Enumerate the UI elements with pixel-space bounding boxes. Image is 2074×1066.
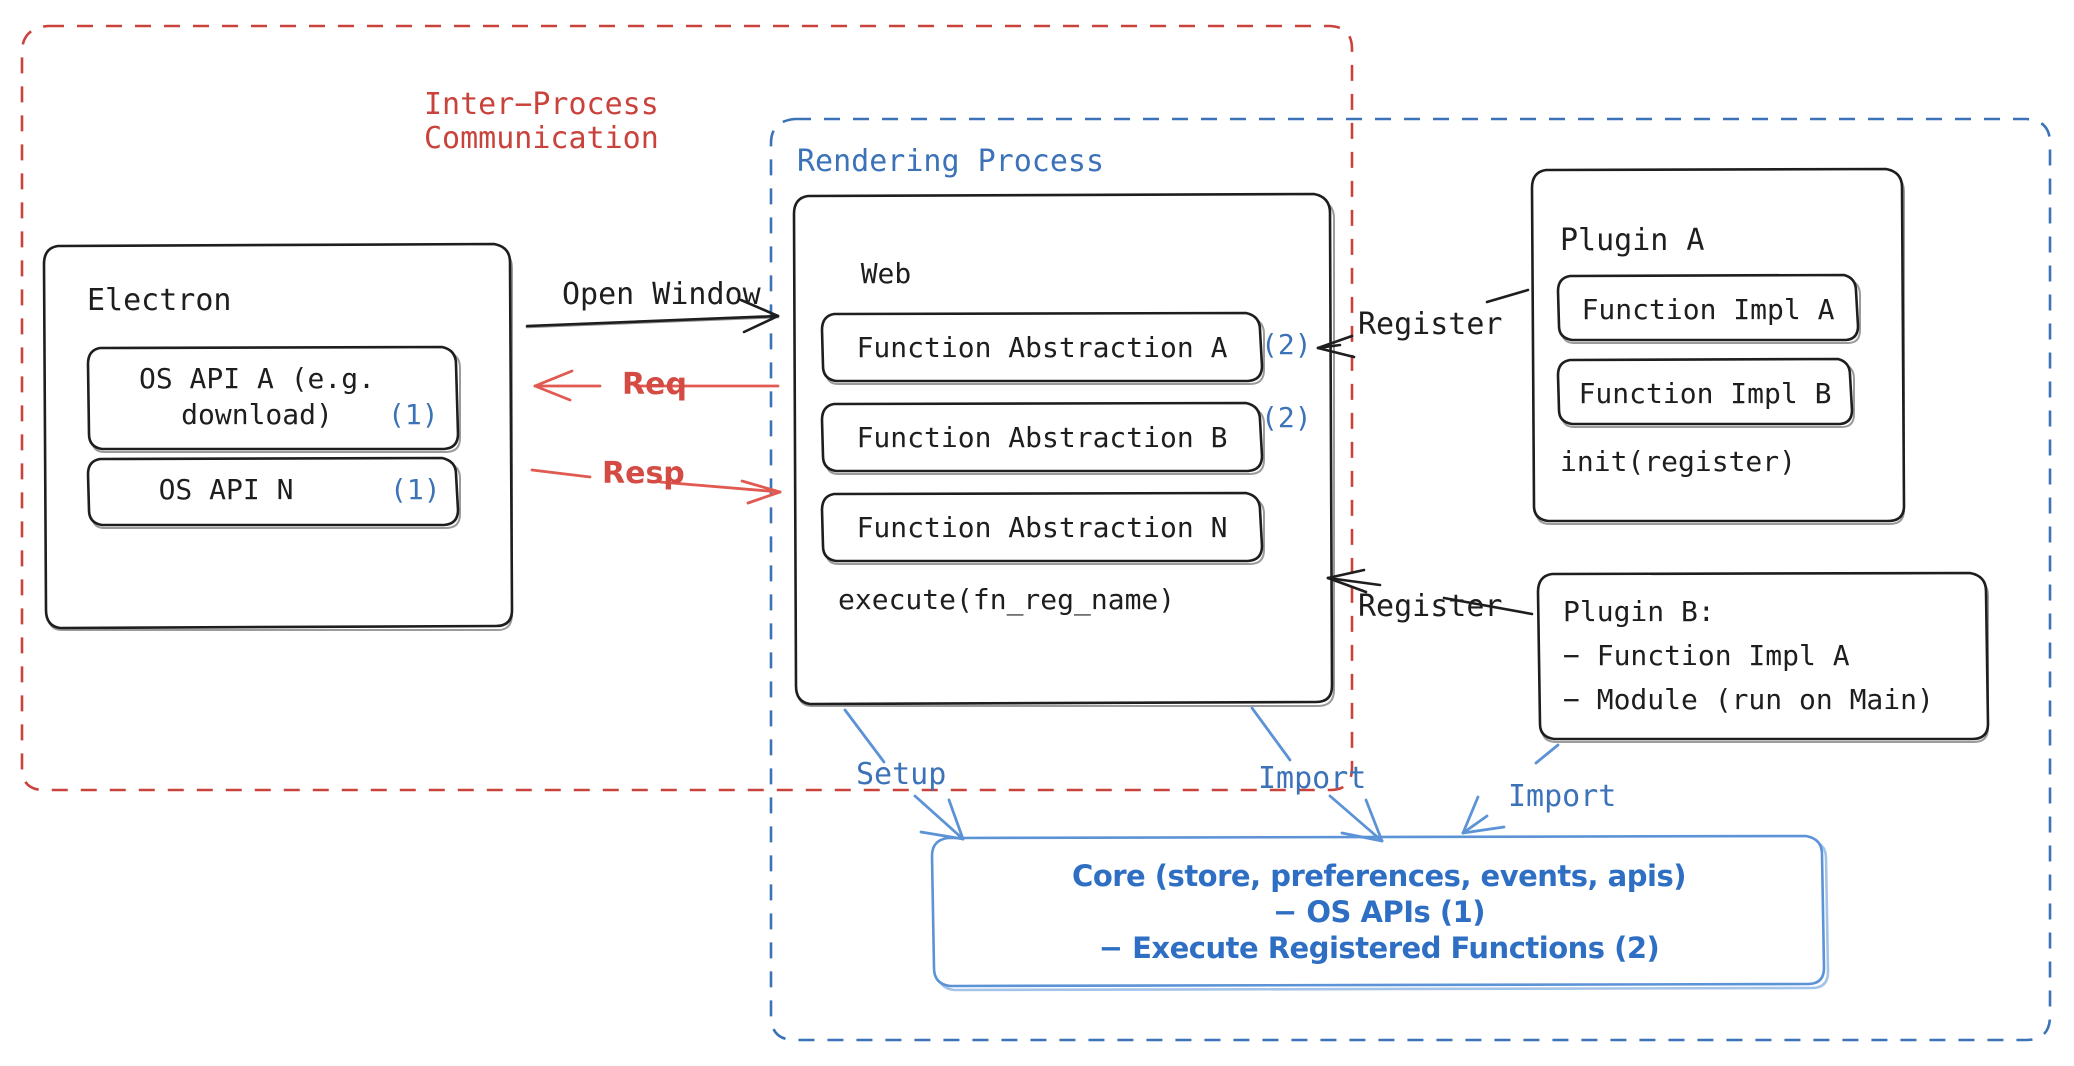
function-abstraction-a-label: Function Abstraction A <box>856 331 1228 364</box>
function-impl-a-label: Function Impl A <box>1581 293 1835 326</box>
os-api-n-label: OS API N <box>158 473 294 506</box>
plugin-a-init-label: init(register) <box>1560 445 1797 478</box>
arrow-label-register-plugin-a: Register <box>1358 307 1503 342</box>
arrow-label-register-plugin-b: Register <box>1358 589 1503 624</box>
function-abstraction-n-label: Function Abstraction N <box>856 511 1228 544</box>
plugin-b-item-1: − Module (run on Main) <box>1563 683 1934 716</box>
function-abstraction-a-marker: (2) <box>1261 328 1312 361</box>
web-title: Web <box>860 257 912 290</box>
function-impl-b-label: Function Impl B <box>1578 377 1832 410</box>
arrow-label-import-plugin-b: Import <box>1508 779 1617 814</box>
plugin-a-title: Plugin A <box>1560 223 1705 258</box>
os-api-a-label-line2: download) <box>181 398 333 431</box>
plugin-b-title: Plugin B: <box>1563 595 1715 628</box>
rendering-process-label: Rendering Process <box>797 144 1105 179</box>
core-line-3: − Execute Registered Functions (2) <box>1098 931 1660 965</box>
electron-title: Electron <box>87 283 232 318</box>
ipc-group-label-line2: Communication <box>424 121 659 156</box>
core-line-2: − OS APIs (1) <box>1272 895 1486 929</box>
arrow-label-req: Req <box>622 367 687 402</box>
arrow-label-open-window: Open Window <box>562 277 761 312</box>
ipc-group-label: Inter−Process <box>424 87 659 122</box>
web-execute-label: execute(fn_reg_name) <box>838 583 1176 616</box>
plugin-b-item-0: − Function Impl A <box>1563 639 1850 672</box>
os-api-n-marker: (1) <box>390 473 441 506</box>
core-line-1: Core (store, preferences, events, apis) <box>1072 859 1686 893</box>
function-abstraction-b-marker: (2) <box>1261 401 1312 434</box>
arrow-label-resp: Resp <box>602 456 685 491</box>
function-abstraction-b-label: Function Abstraction B <box>856 421 1228 454</box>
arrow-label-setup: Setup <box>856 757 947 792</box>
os-api-a-marker: (1) <box>388 398 439 431</box>
arrow-label-import-web: Import <box>1258 761 1367 796</box>
os-api-a-label-line1: OS API A (e.g. <box>138 362 375 395</box>
